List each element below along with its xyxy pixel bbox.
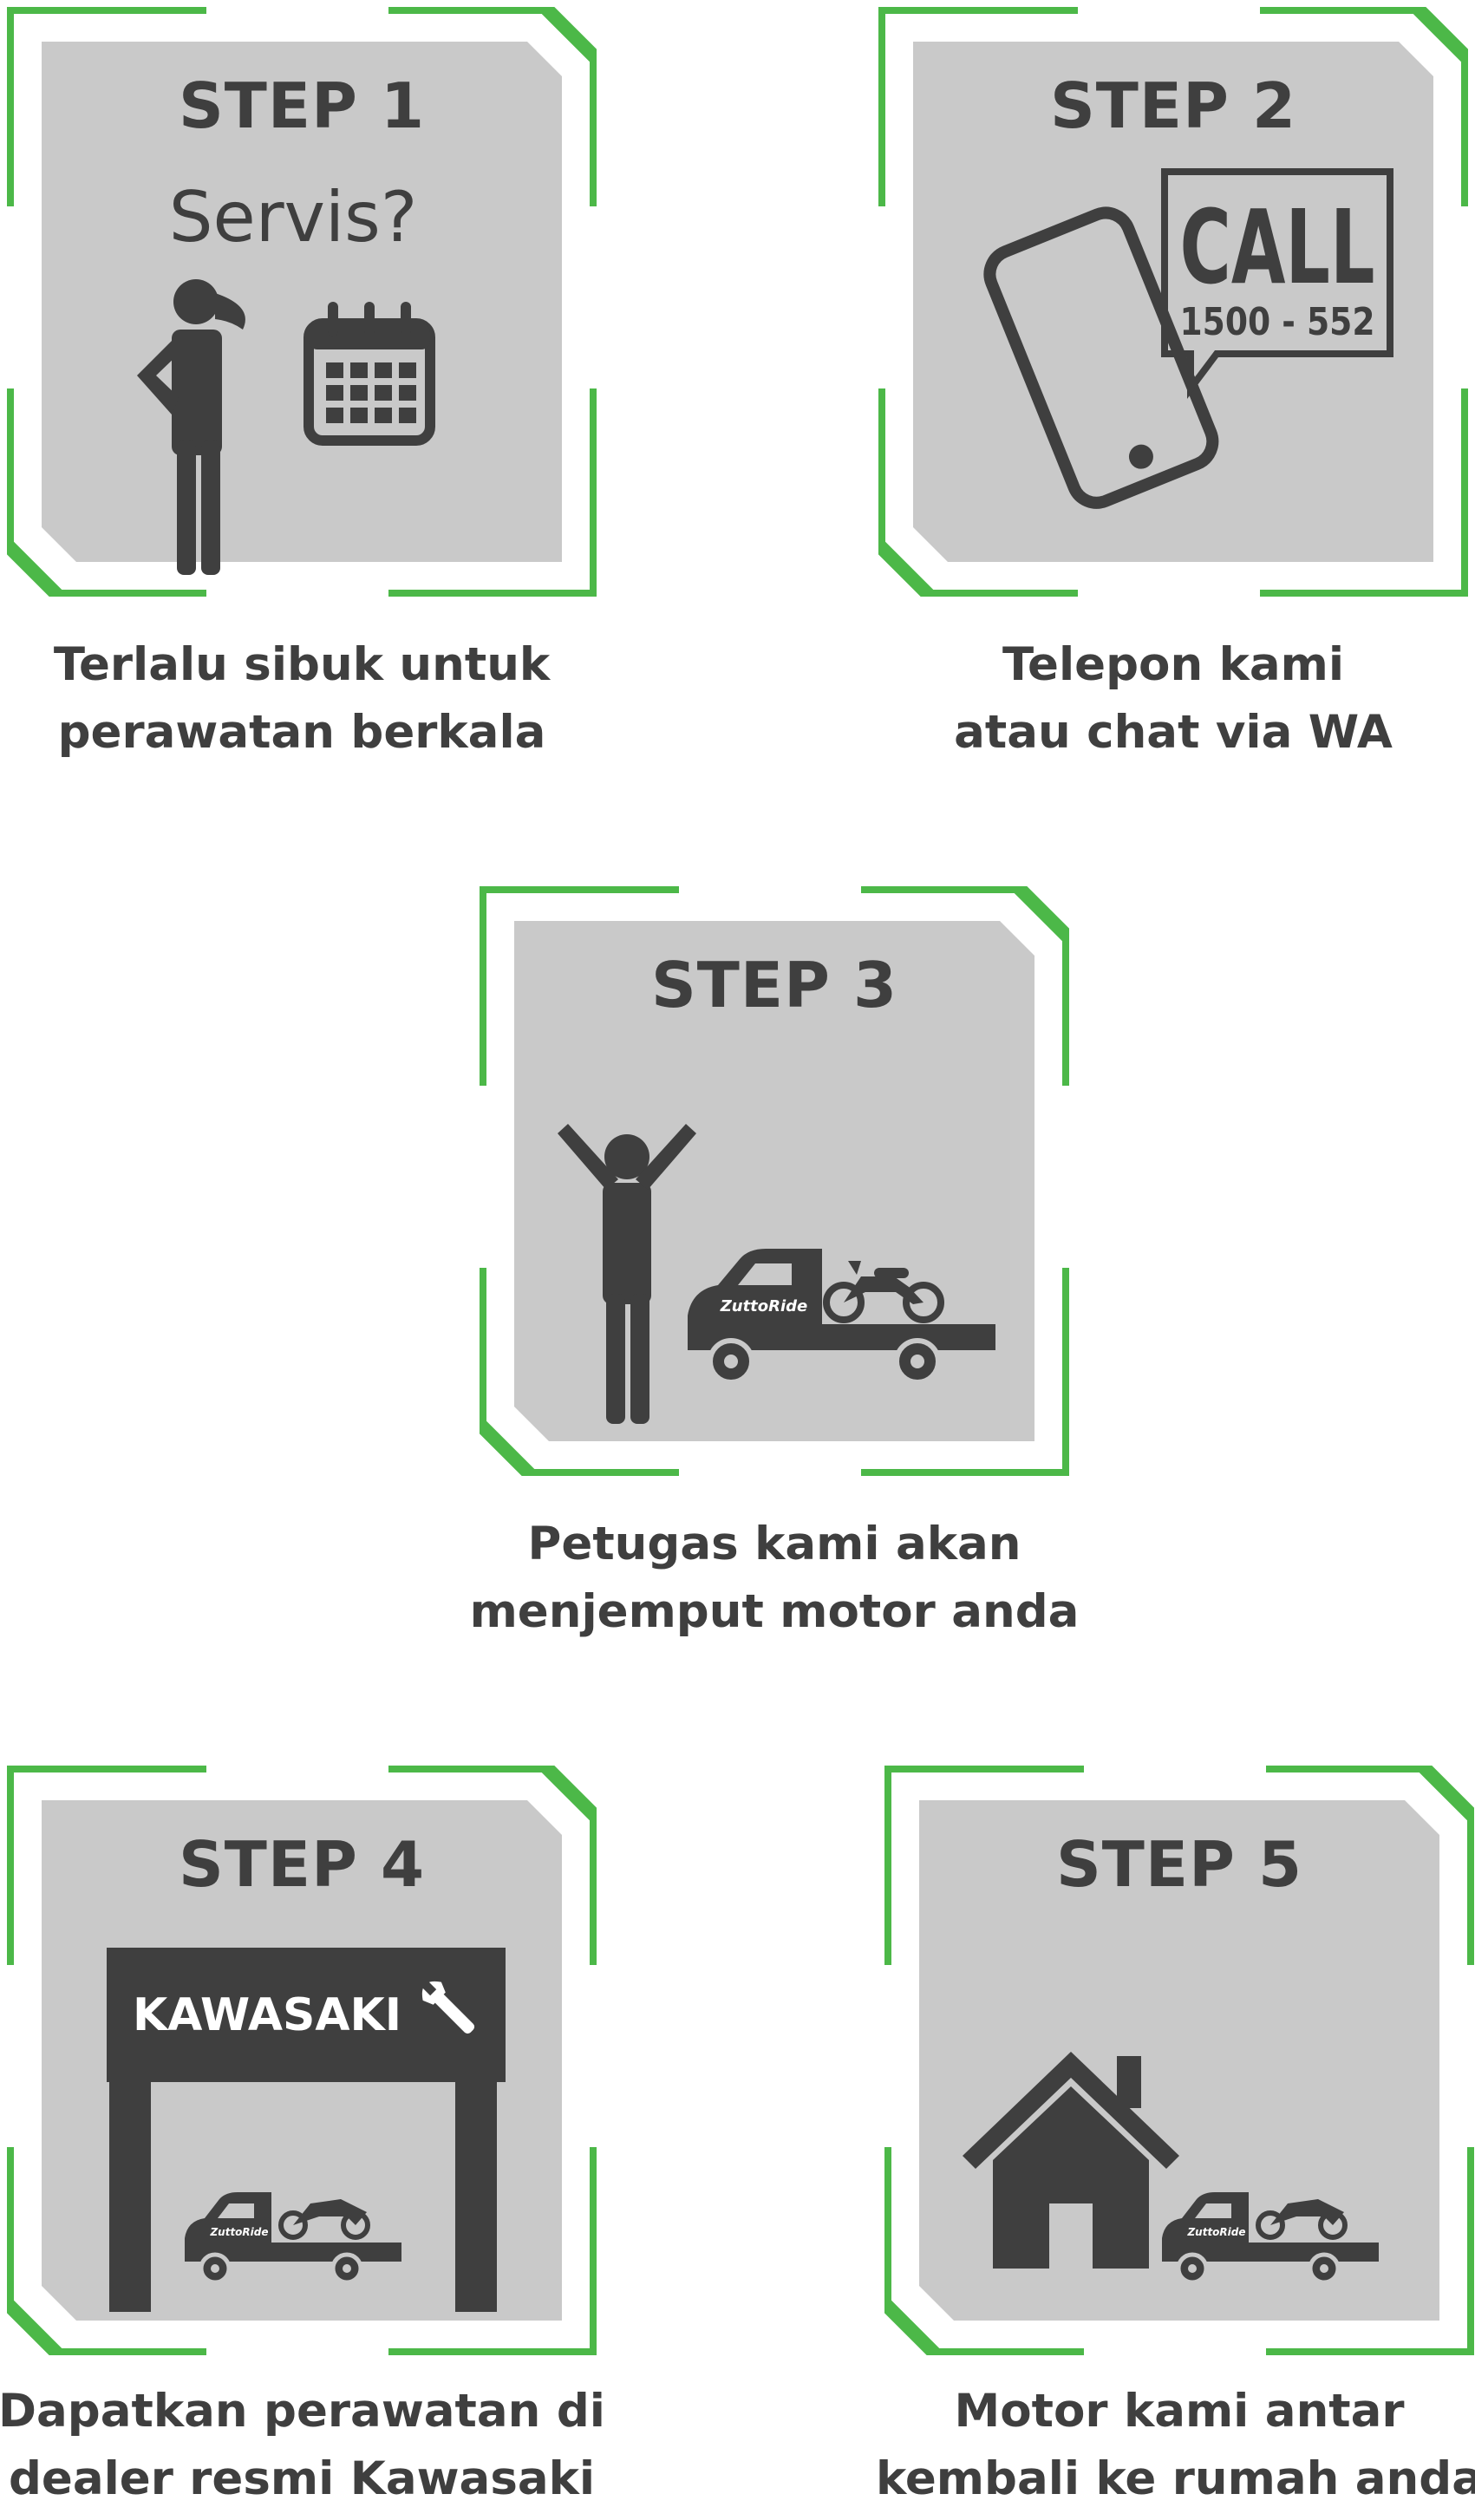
house-icon	[963, 2052, 1179, 2269]
servis-question-text: Servis?	[169, 177, 418, 258]
step-1-caption: Terlalu sibuk untuk perawatan berkala	[0, 631, 649, 767]
step-title: STEP 5	[1055, 1828, 1303, 1901]
waving-person-icon	[558, 1124, 696, 1424]
step-title: STEP 4	[178, 1828, 426, 1901]
caption-line: Telepon kami	[1002, 638, 1345, 691]
step-5-card: STEP 5 ZuttoRide	[884, 1766, 1474, 2355]
step-5-art: ZuttoRide	[963, 2052, 1379, 2285]
caption-line: atau chat via WA	[954, 706, 1393, 759]
caption-line: dealer resmi Kawasaki	[8, 2452, 596, 2505]
call-number: 1500 - 552	[1180, 300, 1375, 344]
step-4-card: STEP 4 KAWASAKI ZuttoRide	[7, 1766, 597, 2355]
caption-line: perawatan berkala	[57, 706, 546, 759]
dealer-gate-icon: KAWASAKI	[107, 1948, 506, 2312]
motorcycle-icon	[1256, 2199, 1348, 2240]
caption-line: Petugas kami akan	[527, 1518, 1021, 1570]
caption-line: Dapatkan perawatan di	[0, 2385, 605, 2438]
truck-logo: ZuttoRide	[720, 1297, 808, 1315]
truck-logo: ZuttoRide	[1186, 2226, 1245, 2238]
step-title: STEP 2	[1049, 69, 1297, 142]
caption-line: menjemput motor anda	[469, 1585, 1080, 1638]
step-4-caption: Dapatkan perawatan di dealer resmi Kawas…	[0, 2378, 649, 2513]
step-3-art: ZuttoRide	[558, 1124, 995, 1424]
dealer-name: KAWASAKI	[133, 1989, 401, 2041]
wrench-icon	[420, 1979, 475, 2034]
truck-logo: ZuttoRide	[209, 2226, 268, 2238]
step-title: STEP 1	[178, 69, 426, 142]
motorcycle-icon	[823, 1261, 944, 1323]
caption-line: Terlalu sibuk untuk	[53, 638, 551, 691]
caption-line: Motor kami antar	[954, 2385, 1405, 2438]
step-5-caption: Motor kami antar kembali ke rumah anda	[832, 2378, 1475, 2513]
step-3-caption: Petugas kami akan menjemput motor anda	[427, 1511, 1121, 1646]
caption-line: kembali ke rumah anda	[876, 2452, 1475, 2505]
step-4-art: KAWASAKI ZuttoRide	[107, 1948, 506, 2312]
phone-icon	[983, 206, 1219, 509]
step-title: STEP 3	[650, 949, 898, 1022]
step-2-caption: Telepon kami atau chat via WA	[826, 631, 1475, 767]
step-2-art: CALL 1500 - 552	[983, 168, 1393, 509]
calendar-icon	[303, 302, 435, 446]
tow-truck-icon: ZuttoRide	[688, 1249, 995, 1385]
thinking-person-icon	[137, 279, 245, 575]
call-label: CALL	[1180, 187, 1375, 307]
step-1-card: STEP 1 Servis?	[7, 7, 597, 597]
step-3-card: STEP 3 ZuttoRide	[480, 886, 1069, 1476]
speech-bubble-icon: CALL 1500 - 552	[1161, 168, 1393, 399]
tow-truck-icon: ZuttoRide	[185, 2192, 401, 2285]
step-2-card: STEP 2 CALL 1500 - 552	[878, 7, 1468, 597]
motorcycle-icon	[278, 2199, 370, 2240]
tow-truck-icon: ZuttoRide	[1162, 2192, 1379, 2285]
step-1-art: Servis?	[137, 177, 435, 575]
